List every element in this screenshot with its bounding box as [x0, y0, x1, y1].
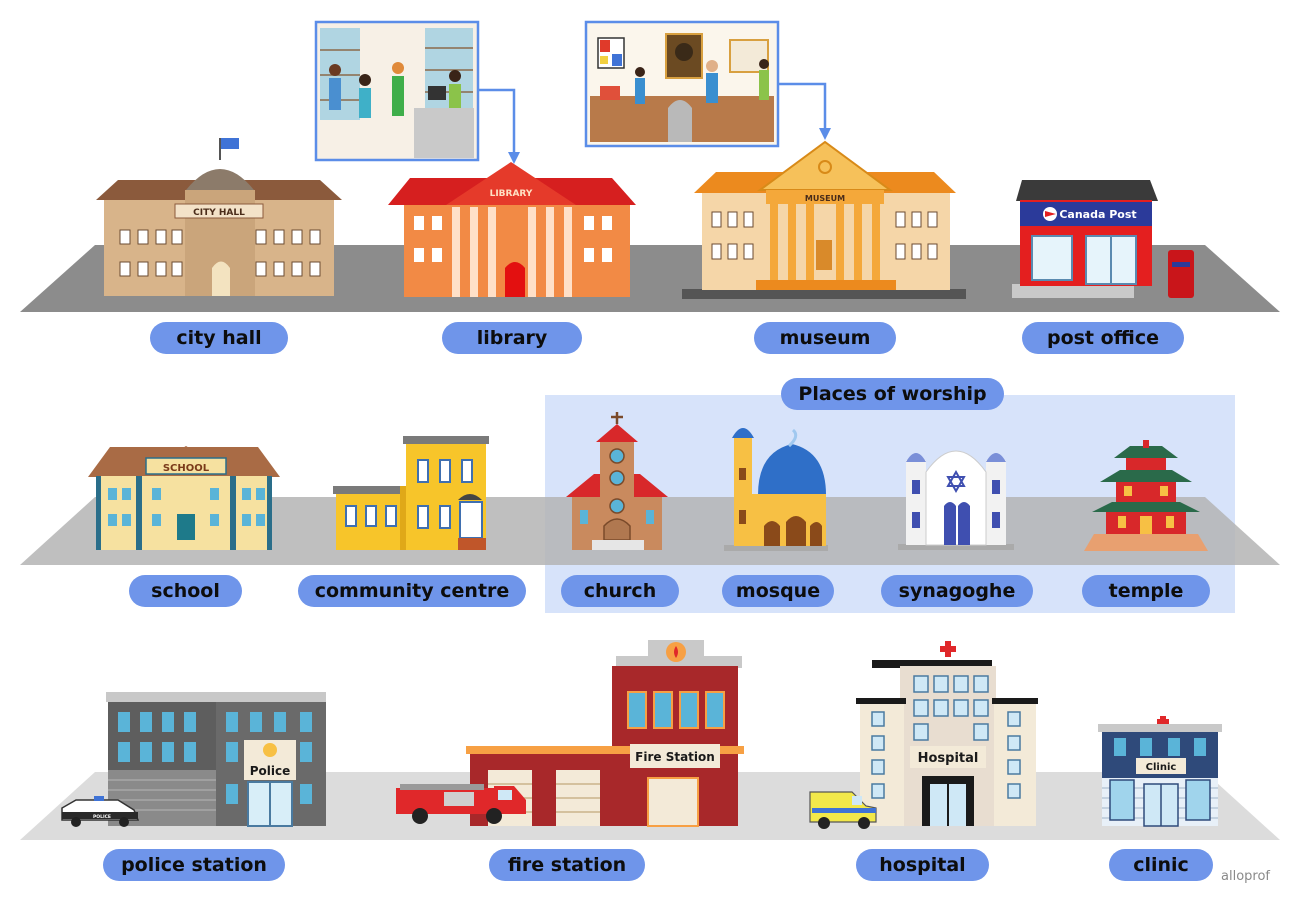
museum-building: MUSEUM [682, 140, 966, 299]
city-hall-building: CITY HALL [96, 138, 342, 296]
clinic-sign: Clinic [1146, 762, 1177, 773]
label-museum: museum [754, 322, 896, 354]
church-building [566, 412, 668, 550]
label-church: church [561, 575, 679, 607]
police-station-building: Police [106, 692, 326, 827]
label-post-office: post office [1022, 322, 1184, 354]
post-office-building: Canada Post [1012, 180, 1194, 298]
city-hall-sign: CITY HALL [193, 208, 245, 218]
synagogue-building [898, 450, 1014, 550]
library-sign: LIBRARY [490, 189, 533, 199]
label-city-hall: city hall [150, 322, 288, 354]
fire-truck [396, 784, 526, 824]
hospital-sign: Hospital [918, 751, 979, 766]
label-hospital: hospital [856, 849, 989, 881]
school-sign: SCHOOL [163, 463, 210, 474]
label-school: school [129, 575, 242, 607]
police-car-sign: POLICE [93, 814, 111, 820]
label-library: library [442, 322, 582, 354]
police-sign: Police [250, 764, 291, 778]
community-centre-building [333, 436, 489, 550]
fire-station-sign: Fire Station [635, 750, 715, 764]
museum-callout [584, 20, 780, 148]
library-building: LIBRARY [388, 162, 636, 297]
mosque-building [724, 428, 828, 551]
clinic-building: Clinic [1098, 716, 1222, 827]
label-places-of-worship: Places of worship [781, 378, 1004, 410]
hospital-building: Hospital [856, 641, 1038, 826]
label-mosque: mosque [722, 575, 834, 607]
label-community-centre: community centre [298, 575, 526, 607]
post-office-sign: Canada Post [1059, 208, 1136, 221]
temple-building [1084, 440, 1208, 551]
label-police-station: police station [103, 849, 285, 881]
library-callout [314, 20, 480, 162]
label-clinic: clinic [1109, 849, 1213, 881]
label-synagogue: synagoghe [881, 575, 1033, 607]
police-car: POLICE [61, 796, 140, 827]
label-temple: temple [1082, 575, 1210, 607]
library-callout-arrow [478, 88, 516, 158]
label-fire-station: fire station [489, 849, 645, 881]
ambulance [809, 791, 877, 829]
school-building: SCHOOL [88, 446, 280, 550]
museum-sign: MUSEUM [805, 194, 845, 203]
museum-callout-arrow [778, 82, 827, 132]
brand-logo-text: alloprof [1221, 869, 1270, 884]
